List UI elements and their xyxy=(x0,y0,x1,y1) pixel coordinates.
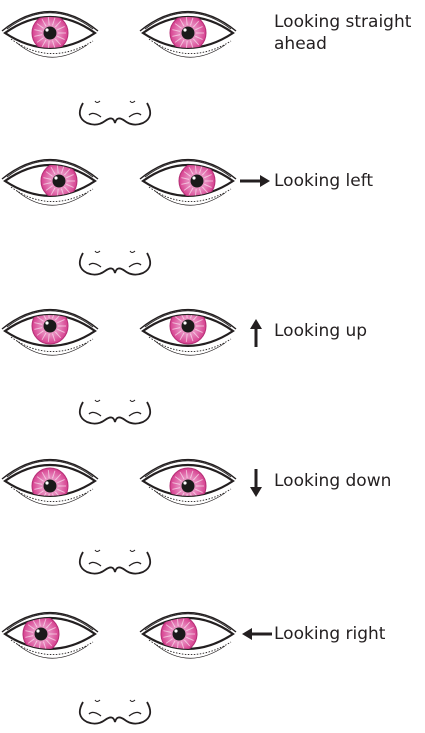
pupil xyxy=(44,27,57,40)
arrow-shape xyxy=(250,469,262,497)
left-eye xyxy=(2,613,98,659)
label-line: ahead xyxy=(274,33,411,55)
eye-highlight xyxy=(45,481,48,484)
pupil xyxy=(44,320,57,333)
nose xyxy=(80,700,150,724)
arrow-shape xyxy=(242,628,272,640)
eye-highlight xyxy=(183,481,186,484)
right-eye xyxy=(140,460,236,506)
left-nostril xyxy=(89,562,101,566)
right-nostril xyxy=(129,712,141,716)
right-nostril-top xyxy=(130,101,135,103)
right-nostril-top xyxy=(130,550,135,552)
label-line: Looking up xyxy=(274,320,367,342)
left-nostril-top xyxy=(95,700,100,702)
left-nostril xyxy=(89,712,101,716)
left-eye xyxy=(2,12,98,58)
nose xyxy=(80,251,150,275)
eye-highlight xyxy=(45,321,48,324)
left-nostril xyxy=(89,263,101,267)
pupil xyxy=(44,480,57,493)
eye-highlight xyxy=(183,321,186,324)
nose xyxy=(80,400,150,424)
right-nostril-top xyxy=(130,251,135,253)
eye-interior xyxy=(32,308,68,344)
right-eye xyxy=(140,613,236,659)
label-line: Looking right xyxy=(274,623,385,645)
eye-highlight xyxy=(36,629,39,632)
pupil xyxy=(53,175,66,188)
label-up: Looking up xyxy=(274,320,367,342)
right-eye xyxy=(140,160,236,206)
eye-highlight xyxy=(192,176,195,179)
arrow-shape xyxy=(240,175,270,187)
right-nostril xyxy=(129,412,141,416)
right-nostril-top xyxy=(130,400,135,402)
eye-interior xyxy=(32,15,68,51)
right-nostril-top xyxy=(130,700,135,702)
pupil xyxy=(182,480,195,493)
right-eye xyxy=(140,308,236,355)
left-nostril-top xyxy=(95,251,100,253)
eye-highlight xyxy=(54,176,57,179)
right-nostril xyxy=(129,562,141,566)
pupil xyxy=(191,175,204,188)
arrow-right-icon xyxy=(240,175,270,187)
left-eye xyxy=(2,460,98,506)
eye-highlight xyxy=(183,28,186,31)
eye-highlight xyxy=(45,28,48,31)
pupil xyxy=(182,27,195,40)
eye-highlight xyxy=(174,629,177,632)
left-nostril xyxy=(89,113,101,117)
label-line: Looking straight xyxy=(274,11,411,33)
pupil xyxy=(182,320,195,333)
label-right: Looking right xyxy=(274,623,385,645)
left-nostril xyxy=(89,412,101,416)
row-right xyxy=(2,613,272,724)
row-left xyxy=(2,160,270,275)
left-nostril-top xyxy=(95,550,100,552)
right-eye xyxy=(140,12,236,58)
row-straight xyxy=(2,12,236,125)
arrow-shape xyxy=(250,319,262,347)
pupil xyxy=(35,628,48,641)
left-eye xyxy=(2,160,98,206)
row-down xyxy=(2,460,262,574)
eye-interior xyxy=(170,15,206,51)
eye-interior xyxy=(170,468,206,504)
eye-interior xyxy=(170,308,206,344)
arrow-left-icon xyxy=(242,628,272,640)
left-nostril-top xyxy=(95,400,100,402)
label-line: Looking left xyxy=(274,170,373,192)
eye-interior xyxy=(32,468,68,504)
right-nostril xyxy=(129,113,141,117)
nose xyxy=(80,101,150,125)
left-eye xyxy=(2,308,98,355)
arrow-down-icon xyxy=(250,469,262,497)
label-line: Looking down xyxy=(274,470,391,492)
label-left: Looking left xyxy=(274,170,373,192)
left-nostril-top xyxy=(95,101,100,103)
row-up xyxy=(2,308,262,424)
right-nostril xyxy=(129,263,141,267)
arrow-up-icon xyxy=(250,319,262,347)
pupil xyxy=(173,628,186,641)
label-down: Looking down xyxy=(274,470,391,492)
nose xyxy=(80,550,150,574)
